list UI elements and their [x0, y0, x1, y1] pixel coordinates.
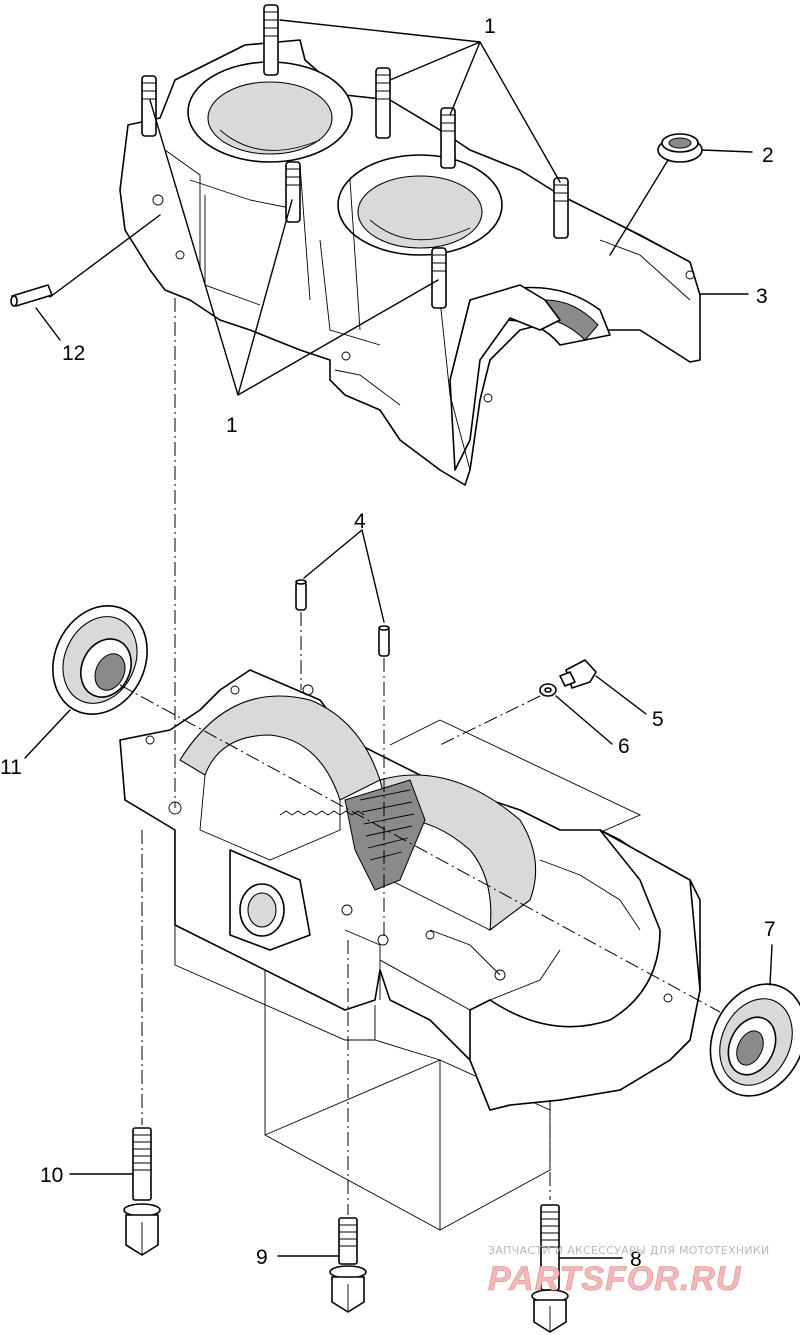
leader-lines-upper — [35, 19, 753, 396]
bolt-part-10 — [123, 1127, 161, 1256]
watermark-brand: PARTSFOR.RU — [488, 1260, 742, 1298]
dowel-pin-part-12 — [10, 284, 53, 307]
assembly-center-lines — [119, 298, 721, 1215]
watermark-tagline: ЗАПЧАСТИ И АКСЕССУАРЫ ДЛЯ МОТОТЕХНИКИ — [488, 1244, 770, 1257]
callout-8: 8 — [630, 1248, 642, 1271]
callout-1-top: 1 — [484, 15, 496, 38]
washer-part-6 — [539, 683, 557, 697]
cylinder-studs — [141, 4, 569, 309]
dowels-part-4 — [295, 579, 390, 657]
callout-2: 2 — [762, 144, 774, 167]
callout-4: 4 — [354, 510, 366, 533]
oil-seal-part-11 — [52, 605, 148, 715]
callout-10: 10 — [40, 1164, 63, 1187]
callout-3: 3 — [756, 285, 768, 308]
callout-7: 7 — [764, 918, 776, 941]
plug-part-2 — [657, 133, 703, 163]
crank-section — [344, 779, 426, 891]
callout-12: 12 — [62, 342, 85, 365]
callout-6: 6 — [618, 735, 630, 758]
callout-11: 11 — [0, 756, 22, 779]
callout-1-bottom: 1 — [226, 414, 238, 437]
lower-crankcase — [119, 669, 701, 1231]
callout-labels: 1 1 2 3 4 5 6 7 8 9 10 11 12 — [0, 15, 776, 1271]
watermark: ЗАПЧАСТИ И АКСЕССУАРЫ ДЛЯ МОТОТЕХНИКИ PA… — [488, 1244, 770, 1298]
bolt-part-9 — [329, 1217, 367, 1313]
callout-9: 9 — [256, 1246, 268, 1269]
leader-lines-lower — [24, 529, 773, 1259]
upper-crankcase — [119, 4, 701, 486]
bolt-part-5 — [559, 659, 597, 689]
callout-5: 5 — [652, 708, 664, 731]
oil-seal-part-7 — [709, 983, 800, 1097]
bolt-part-8 — [531, 1204, 569, 1333]
